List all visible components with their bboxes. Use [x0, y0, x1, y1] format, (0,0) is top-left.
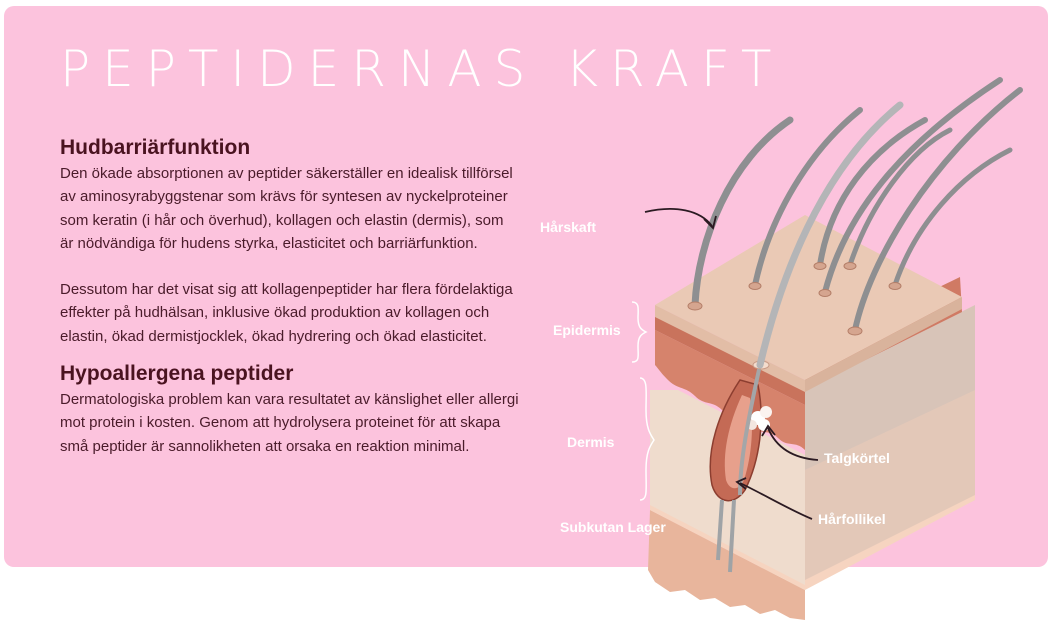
label-subcutaneous: Subkutan Lager: [560, 519, 666, 535]
section-paragraph-hypoallergenic: Dermatologiska problem kan vara resultat…: [60, 391, 519, 455]
section-heading-hypoallergenic: Hypoallergena peptider: [60, 362, 294, 386]
label-hair-follicle: Hårfollikel: [818, 511, 886, 527]
label-hair-shaft: Hårskaft: [540, 219, 597, 235]
skin-top-face: [655, 215, 962, 380]
hair-shafts: [691, 77, 1023, 369]
section-paragraph-barrier-2: Dessutom har det visat sig att kollagenp…: [60, 281, 513, 345]
label-arrows: [644, 208, 819, 520]
section-paragraph-barrier-1: Den ökade absorptionen av peptider säker…: [60, 165, 513, 252]
epidermis-front-face: [655, 330, 805, 450]
dermis-right-face: [805, 305, 975, 470]
hair-pores: [687, 262, 902, 336]
label-sebaceous-gland: Talgkörtel: [824, 450, 890, 466]
section-heading-barrier: Hudbarriärfunktion: [60, 136, 251, 159]
subcutaneous-front-face: [648, 510, 805, 620]
label-epidermis: Epidermis: [553, 322, 621, 338]
label-dermis: Dermis: [567, 434, 615, 450]
layer-braces: [631, 301, 655, 501]
page-title: PEPTIDERNAS KRAFT: [60, 40, 784, 98]
subcutaneous-right-face: [805, 385, 975, 585]
text-column: Hudbarriärfunktion Den ökade absorptione…: [60, 136, 520, 458]
